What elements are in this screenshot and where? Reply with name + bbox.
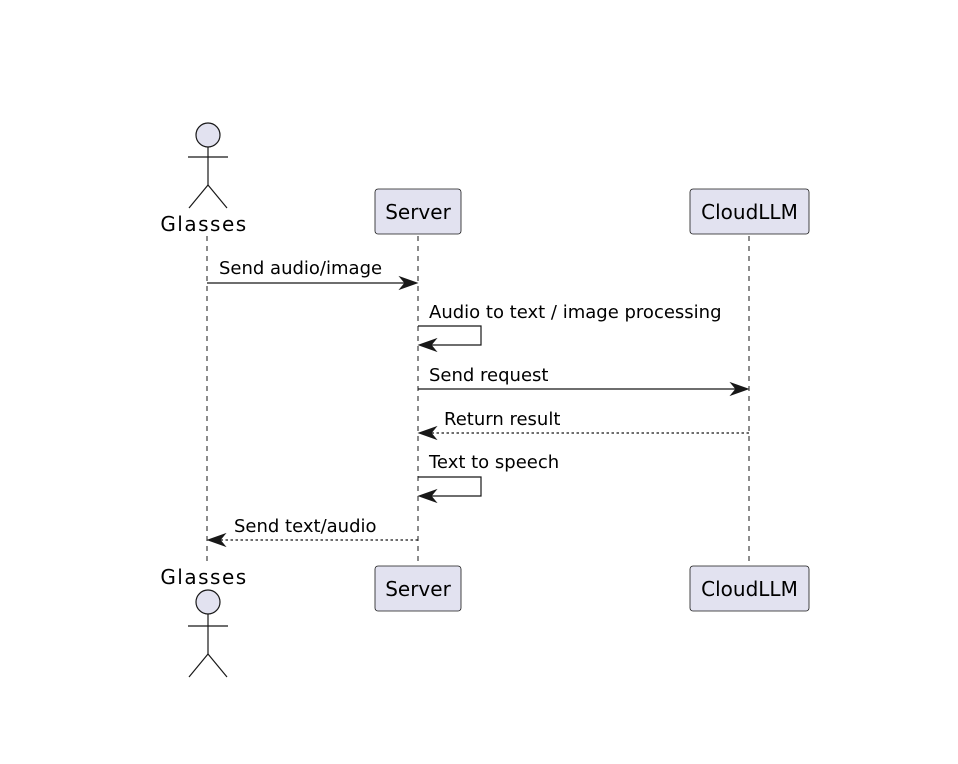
message-send-text-audio: Send text/audio — [206, 516, 418, 548]
actor-head-icon — [195, 122, 221, 148]
message-label: Send audio/image — [219, 258, 382, 279]
message-send-audio-image: Send audio/image — [207, 258, 419, 291]
message-text-to-speech: Text to speech — [417, 452, 559, 504]
arrowhead-icon — [206, 532, 227, 548]
arrowhead-icon — [729, 381, 750, 397]
message-label: Text to speech — [428, 452, 559, 473]
participant-server-bottom: Server — [374, 565, 462, 612]
participant-cloudllm-bottom: CloudLLM — [689, 565, 810, 612]
actor-glasses-top: Glasses — [160, 122, 247, 236]
message-return-result: Return result — [417, 409, 749, 441]
arrowhead-icon — [417, 337, 438, 353]
participant-cloudllm-top: CloudLLM — [689, 188, 810, 235]
message-label: Return result — [444, 409, 560, 430]
participant-server-top: Server — [374, 188, 462, 235]
participant-label-server-bottom: Server — [385, 577, 451, 601]
participant-label-cloudllm-bottom: CloudLLM — [701, 577, 798, 601]
message-label: Audio to text / image processing — [429, 302, 722, 323]
message-label: Send request — [429, 365, 548, 386]
arrowhead-icon — [398, 275, 419, 291]
participant-label-cloudllm-top: CloudLLM — [701, 200, 798, 224]
actor-glasses-bottom: Glasses — [160, 565, 247, 678]
actor-label-glasses-bottom: Glasses — [160, 565, 247, 589]
arrowhead-icon — [417, 488, 438, 504]
message-label: Send text/audio — [234, 516, 377, 537]
message-send-request: Send request — [418, 365, 750, 397]
actor-label-glasses-top: Glasses — [160, 212, 247, 236]
arrowhead-icon — [417, 425, 438, 441]
message-audio-to-text: Audio to text / image processing — [417, 302, 722, 353]
participant-label-server-top: Server — [385, 200, 451, 224]
actor-head-icon — [195, 589, 221, 615]
